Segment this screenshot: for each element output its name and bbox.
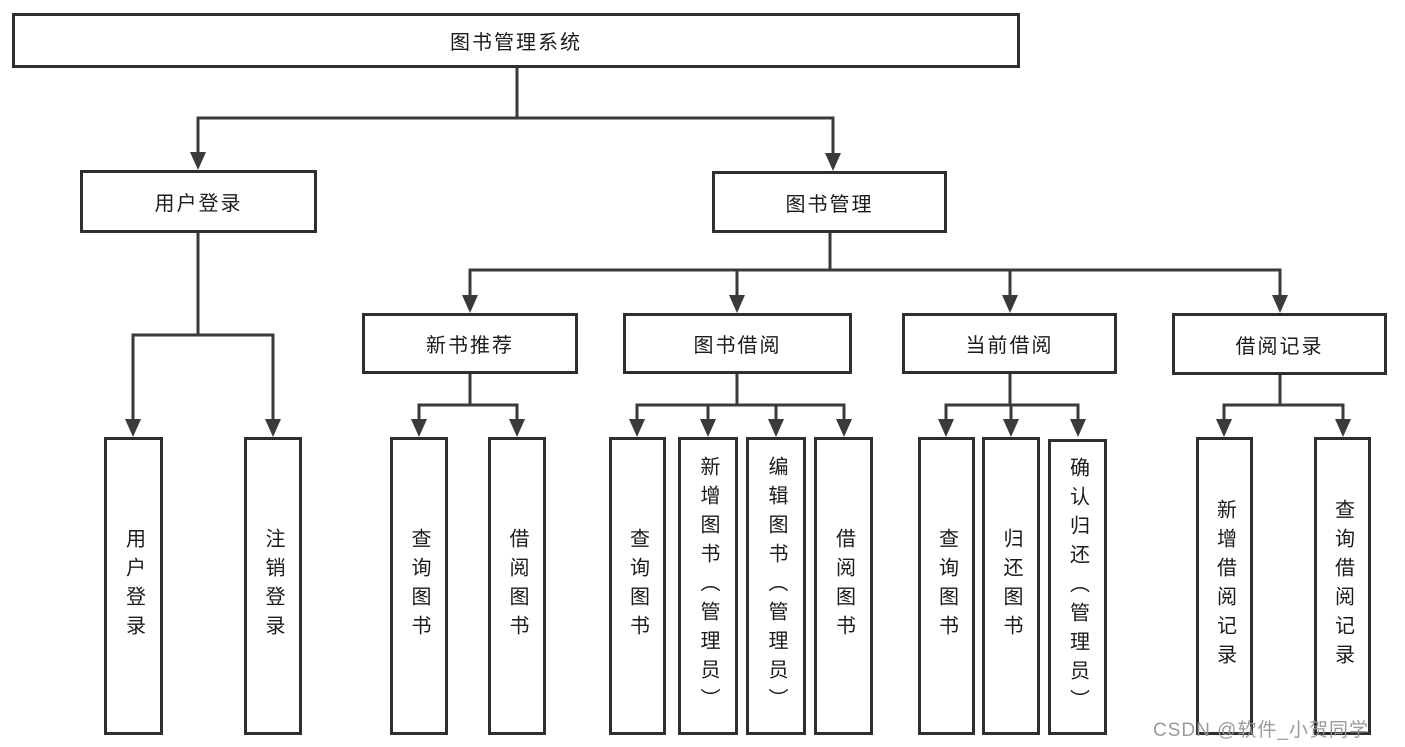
leaf-add-borrow-record: 新增借阅记录 [1196,437,1253,735]
leaf-label: 归还图书 [1000,528,1022,644]
leaf-label: 新增图书（管理员） [697,455,719,717]
node-current-borrowing: 当前借阅 [902,313,1117,374]
node-book-management: 图书管理 [712,171,947,233]
leaf-label: 查询借阅记录 [1331,499,1354,673]
node-library-management-system: 图书管理系统 [12,13,1020,68]
node-label: 借阅记录 [1235,335,1324,358]
leaf-borrow-books-recommend: 借阅图书 [488,437,546,735]
leaf-label: 新增借阅记录 [1213,499,1236,673]
leaf-edit-books-admin: 编辑图书（管理员） [746,437,806,735]
leaf-label: 查询图书 [408,528,430,644]
node-label: 图书借阅 [693,335,782,357]
leaf-label: 查询图书 [626,528,649,644]
leaf-label: 用户登录 [122,528,145,644]
node-book-borrowing: 图书借阅 [623,313,852,374]
leaf-logout: 注销登录 [244,437,302,735]
node-label: 图书管理 [785,193,874,216]
leaf-label: 借阅图书 [506,528,528,644]
node-user-login: 用户登录 [80,170,317,233]
node-label: 图书管理系统 [450,32,582,54]
leaf-label: 注销登录 [262,528,284,644]
node-new-book-recommendation: 新书推荐 [362,313,578,374]
leaf-user-login: 用户登录 [104,437,163,735]
leaf-borrow-books: 借阅图书 [814,437,873,735]
node-label: 新书推荐 [426,335,514,357]
leaf-query-books-recommend: 查询图书 [390,437,448,735]
node-borrowing-records: 借阅记录 [1172,313,1387,375]
leaf-label: 借阅图书 [832,528,855,644]
node-label: 用户登录 [154,193,243,215]
leaf-query-books-current: 查询图书 [918,437,975,735]
leaf-label: 查询图书 [935,528,958,644]
leaf-query-books-borrow: 查询图书 [609,437,666,735]
leaf-query-borrow-record: 查询借阅记录 [1314,437,1371,735]
leaf-return-books: 归还图书 [982,437,1040,735]
node-label: 当前借阅 [965,335,1054,357]
leaf-label: 确认归还（管理员） [1066,456,1089,718]
leaf-label: 编辑图书（管理员） [765,455,787,717]
leaf-confirm-return-admin: 确认归还（管理员） [1048,439,1107,735]
leaf-add-books-admin: 新增图书（管理员） [678,437,738,735]
